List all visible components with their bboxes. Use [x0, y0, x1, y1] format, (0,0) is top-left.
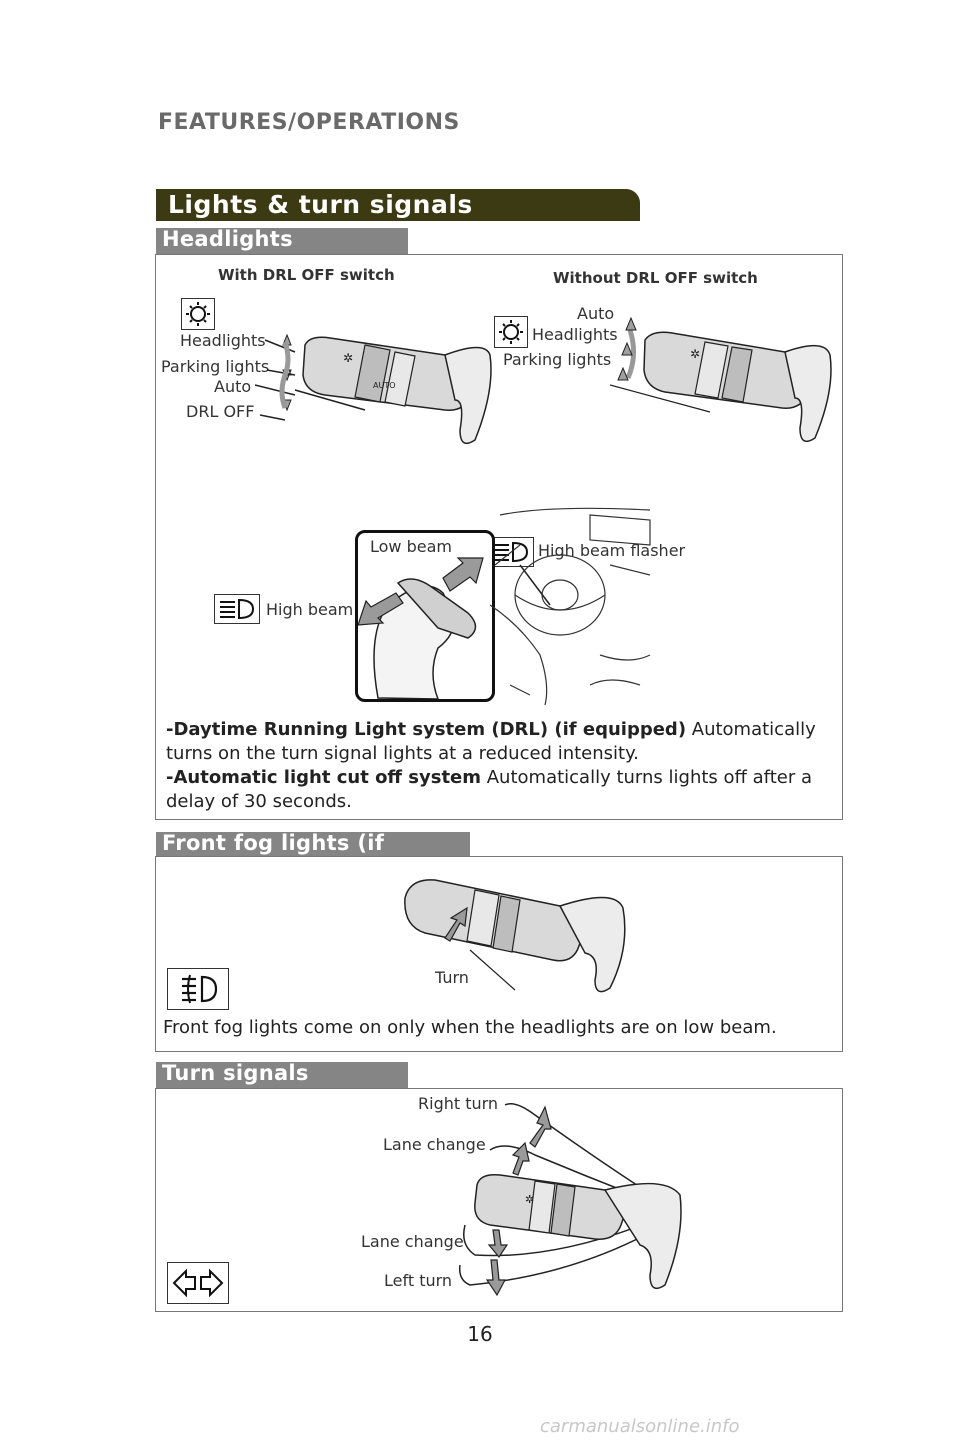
- drl-description: -Daytime Running Light system (DRL) (if …: [166, 718, 836, 766]
- fog-stalk-illustration: [404, 879, 626, 993]
- label-right-turn: Right turn: [418, 1094, 499, 1113]
- label-lane-change-up: Lane change: [383, 1135, 486, 1154]
- page-number: 16: [467, 1322, 493, 1346]
- svg-text:✲: ✲: [525, 1193, 534, 1206]
- turn-signal-arrows-icon: [167, 1262, 229, 1304]
- svg-text:✲: ✲: [343, 351, 353, 365]
- headlights-heading-bar: Headlights: [156, 227, 408, 254]
- label-low-beam: Low beam: [370, 537, 452, 556]
- label-parking-lights: Parking lights: [161, 357, 270, 376]
- label-parking-lights: Parking lights: [503, 350, 612, 369]
- turn-heading-bar: Turn signals: [156, 1061, 408, 1088]
- label-turn: Turn: [435, 968, 469, 987]
- turn-stalk-illustration: ✲: [458, 1103, 682, 1297]
- hand-operation-inset: Low beam: [355, 530, 495, 702]
- label-high-beam-flasher: High beam flasher: [538, 541, 686, 560]
- headlights-heading: Headlights: [162, 227, 293, 251]
- with-drl-title: With DRL OFF switch: [218, 266, 395, 284]
- dashboard-illustration: [490, 507, 651, 705]
- label-auto: Auto: [577, 304, 615, 323]
- stalk-without-drl-illustration: ✲: [610, 316, 832, 443]
- headlight-switch-icon: [494, 316, 528, 348]
- main-title-bar: Lights & turn signals: [156, 189, 640, 221]
- cutoff-description: -Automatic light cut off system Automati…: [166, 766, 826, 814]
- main-title: Lights & turn signals: [168, 190, 473, 219]
- front-fog-icon: [167, 968, 229, 1010]
- turn-heading: Turn signals: [162, 1061, 309, 1085]
- high-beam-icon: [488, 537, 534, 567]
- headlight-switch-icon: [181, 298, 215, 330]
- without-drl-title: Without DRL OFF switch: [553, 269, 758, 287]
- svg-text:✲: ✲: [690, 347, 700, 361]
- fog-box: [155, 856, 843, 1052]
- label-lane-change-down: Lane change: [361, 1232, 464, 1251]
- label-headlights: Headlights: [532, 325, 618, 344]
- svg-text:AUTO: AUTO: [373, 381, 396, 390]
- section-header: FEATURES/OPERATIONS: [158, 110, 460, 135]
- high-beam-icon: [214, 594, 260, 624]
- label-left-turn: Left turn: [384, 1271, 453, 1290]
- fog-description: Front fog lights come on only when the h…: [163, 1017, 777, 1038]
- label-drl-off: DRL OFF: [186, 402, 255, 421]
- watermark: carmanualsonline.info: [540, 1416, 740, 1437]
- cutoff-term: -Automatic light cut off system: [166, 767, 482, 788]
- label-headlights: Headlights: [180, 331, 266, 350]
- drl-term: -Daytime Running Light system (DRL) (if …: [166, 719, 687, 740]
- drl-desc: Automatically turns on the turn signal l…: [166, 719, 816, 764]
- cutoff-desc: Automatically turns lights off after a d…: [166, 767, 812, 812]
- label-auto: Auto: [214, 377, 252, 396]
- fog-heading-bar: Front fog lights (if equipped): [156, 831, 470, 879]
- label-high-beam: High beam: [266, 600, 354, 619]
- stalk-with-drl-illustration: AUTO ✲: [255, 333, 492, 445]
